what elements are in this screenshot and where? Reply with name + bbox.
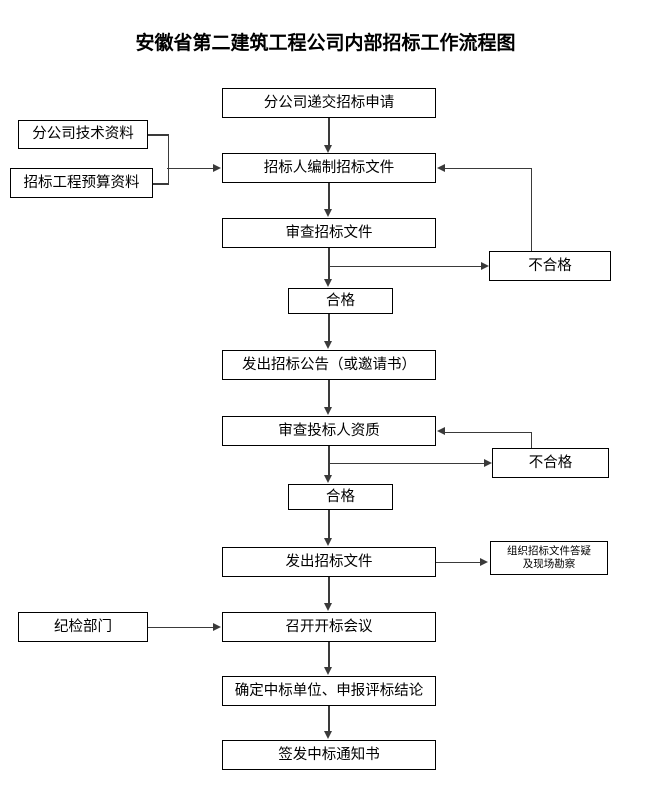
qa-survey-line-2: 及现场勘察 — [522, 558, 576, 570]
connector-fail-loop-vertical — [530, 168, 533, 251]
arrowhead-pass2-to-issue — [323, 538, 332, 546]
arrowhead-determine-to-notice — [323, 731, 332, 739]
node-prepare-bid-documents[interactable]: 招标人编制招标文件 — [222, 153, 436, 183]
arrowhead-announce-to-review-bidder — [323, 407, 332, 415]
node-qa-and-site-survey[interactable]: 组织招标文件答疑 及现场勘察 — [490, 541, 608, 575]
arrowhead-review-bidder-to-pass — [323, 475, 332, 483]
connector-prepare-to-review — [328, 183, 330, 210]
arrowhead-pass-to-announce — [323, 341, 332, 349]
connector-apply-to-prepare — [328, 118, 330, 147]
arrowhead-discipline-to-meeting — [213, 622, 221, 631]
arrowhead-prepare-to-review — [323, 209, 332, 217]
connector-pass-to-announce — [328, 314, 330, 342]
arrowhead-fail2-loop-to-review-bidder — [437, 427, 445, 435]
connector-issue-to-meeting — [328, 577, 330, 604]
arrowhead-review-to-pass — [323, 279, 332, 287]
connector-pass2-to-issue — [328, 510, 330, 539]
connector-review-to-pass — [328, 248, 330, 280]
connector-review-bidder-to-pass — [328, 446, 330, 477]
arrowhead-review-to-fail — [481, 261, 489, 270]
node-qualified-bidder[interactable]: 合格 — [288, 484, 393, 510]
connector-review-to-fail — [328, 265, 484, 268]
connector-fail2-loop-horizontal — [445, 431, 531, 434]
connector-side-to-prepare — [167, 167, 217, 170]
connector-fail-loop-horizontal — [445, 167, 531, 170]
node-bid-budget-data[interactable]: 招标工程预算资料 — [10, 168, 153, 198]
node-open-bid-meeting[interactable]: 召开开标会议 — [222, 612, 436, 642]
node-qualified-documents[interactable]: 合格 — [288, 288, 393, 314]
node-unqualified-documents[interactable]: 不合格 — [489, 251, 611, 281]
arrowhead-fail-loop-to-prepare — [437, 163, 445, 172]
arrowhead-meeting-to-determine — [323, 667, 332, 675]
arrowhead-side-to-prepare — [213, 163, 221, 172]
connector-issue-to-qa — [436, 561, 482, 564]
connector-review-bidder-to-fail — [328, 462, 487, 465]
node-issue-announcement[interactable]: 发出招标公告（或邀请书） — [222, 350, 436, 380]
node-submit-application[interactable]: 分公司递交招标申请 — [222, 88, 436, 118]
arrowhead-review-bidder-to-fail — [484, 458, 492, 467]
node-unqualified-bidder[interactable]: 不合格 — [492, 448, 609, 478]
page-title: 安徽省第二建筑工程公司内部招标工作流程图 — [135, 32, 516, 54]
arrowhead-apply-to-prepare — [323, 145, 332, 153]
connector-budget-data-out — [153, 183, 169, 185]
connector-meeting-to-determine — [328, 642, 330, 668]
node-discipline-department[interactable]: 纪检部门 — [18, 612, 148, 642]
connector-side-bracket — [167, 134, 170, 183]
connector-fail2-loop-vertical — [530, 432, 533, 448]
connector-tech-data-out — [148, 134, 169, 136]
arrowhead-issue-to-meeting — [323, 603, 332, 611]
qa-survey-line-1: 组织招标文件答疑 — [507, 545, 591, 558]
node-issue-bid-documents[interactable]: 发出招标文件 — [222, 547, 436, 577]
connector-determine-to-notice — [328, 706, 330, 732]
node-review-bidder-qualification[interactable]: 审查投标人资质 — [222, 416, 436, 446]
node-review-bid-documents[interactable]: 审查招标文件 — [222, 218, 436, 248]
connector-announce-to-review-bidder — [328, 380, 330, 408]
node-branch-technical-data[interactable]: 分公司技术资料 — [18, 120, 148, 149]
node-determine-winner[interactable]: 确定中标单位、申报评标结论 — [222, 676, 436, 706]
arrowhead-issue-to-qa — [480, 557, 488, 566]
node-issue-award-notice[interactable]: 签发中标通知书 — [222, 740, 436, 770]
connector-discipline-to-meeting — [148, 626, 217, 629]
